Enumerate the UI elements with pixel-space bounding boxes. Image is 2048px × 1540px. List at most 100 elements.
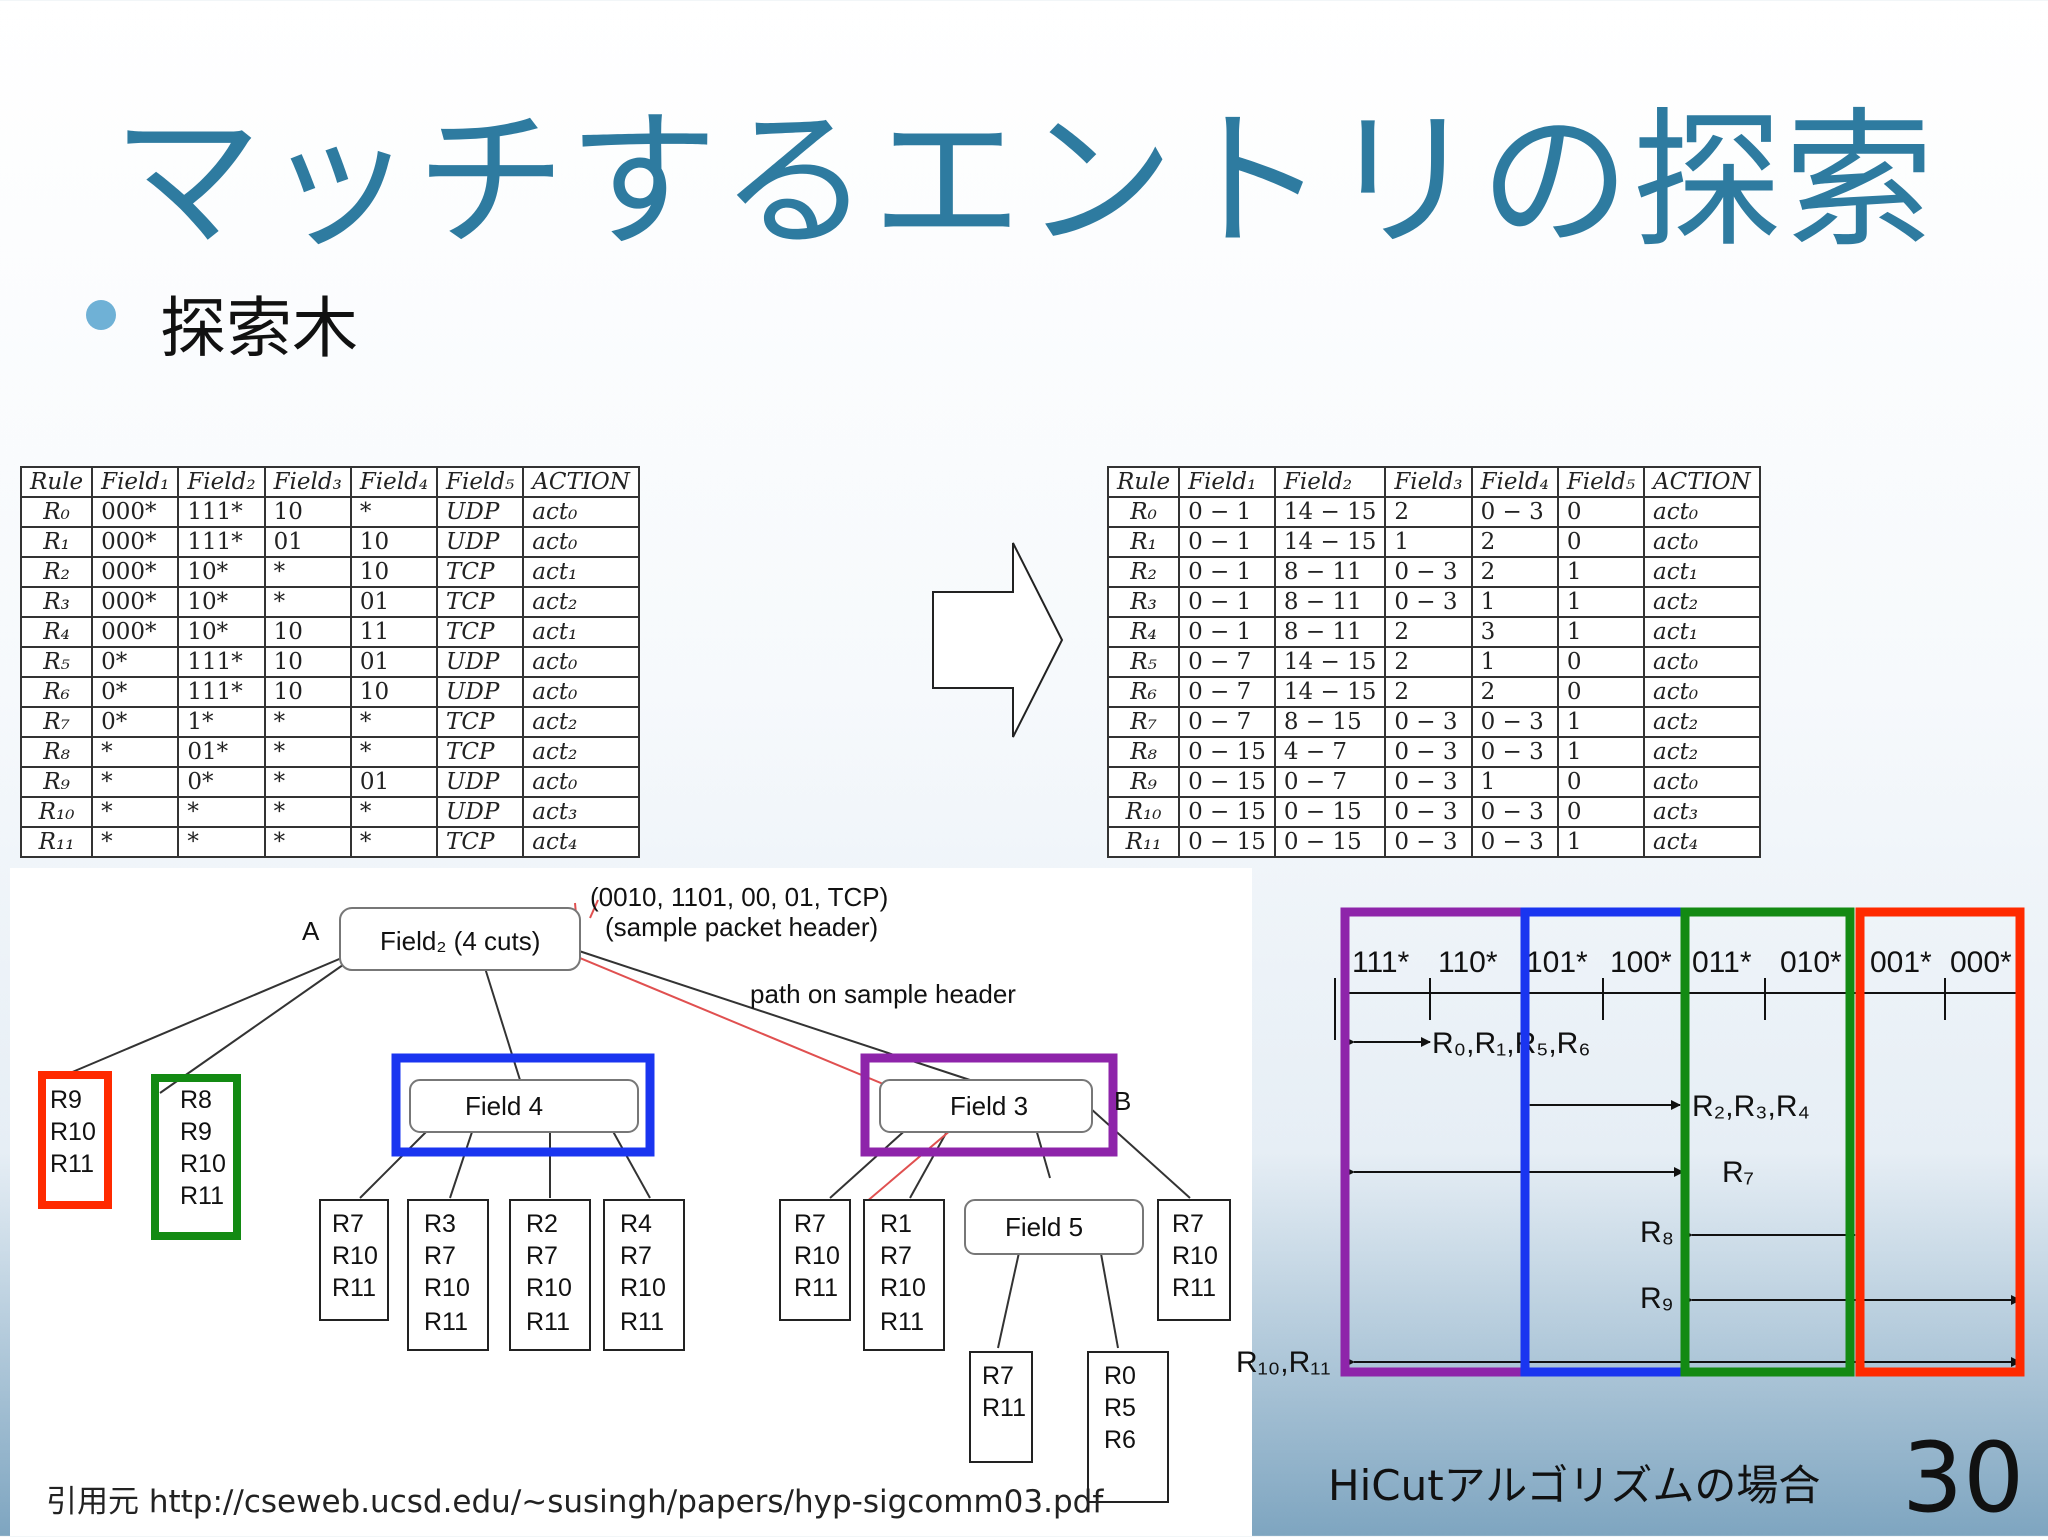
table-cell: act₃ <box>522 796 640 828</box>
table-cell: UDP <box>436 766 525 798</box>
table-cell: 2 <box>1470 526 1559 558</box>
leaf-item: R7 <box>332 1210 364 1238</box>
leaf-red-item: R11 <box>50 1150 94 1178</box>
table-cell: 1 <box>1556 616 1646 648</box>
table-cell: act₂ <box>1643 706 1761 738</box>
leaf-item: R10 <box>526 1274 572 1302</box>
table-cell: * <box>91 766 180 798</box>
table-cell: UDP <box>436 646 525 678</box>
field4-node-label: Field 4 <box>465 1091 543 1121</box>
leaf-red-item: R10 <box>50 1118 96 1146</box>
field5-node-label: Field 5 <box>1005 1212 1083 1242</box>
table-cell: 111* <box>177 496 266 528</box>
table-cell: 8 − 11 <box>1273 556 1387 588</box>
table-cell: R₈ <box>19 736 94 768</box>
range-label: R₉ <box>1640 1282 1674 1315</box>
table-cell: act₁ <box>522 616 640 648</box>
table-cell: * <box>263 706 352 738</box>
table-cell: * <box>263 766 352 798</box>
table-cell: * <box>263 586 352 618</box>
table-cell: R₁₁ <box>19 826 94 858</box>
table-cell: 01 <box>263 526 352 558</box>
table-cell: * <box>349 826 439 858</box>
prefix-label: 001* <box>1870 946 1932 979</box>
table-cell: 0 − 7 <box>1273 766 1387 798</box>
table-cell: * <box>349 736 439 768</box>
table-cell: 0 − 3 <box>1470 826 1559 858</box>
sample-header-note: (sample packet header) <box>605 912 878 942</box>
table-cell: 0 − 15 <box>1273 826 1387 858</box>
table-cell: 0 − 15 <box>1178 826 1276 858</box>
cut-ranges-diagram: 111* 110* 101* 100* 011* 010* 001* 000* … <box>1236 907 2025 1379</box>
table-cell: R₆ <box>19 676 94 708</box>
column-header: Field₅ <box>436 466 525 498</box>
leaf-item: R10 <box>880 1274 926 1302</box>
prefix-label: 110* <box>1438 946 1498 979</box>
table-cell: R₃ <box>19 586 94 618</box>
table-cell: act₁ <box>522 556 640 588</box>
leaf-item: R6 <box>1104 1426 1136 1454</box>
table-cell: 0 − 1 <box>1178 556 1276 588</box>
table-cell: 10* <box>177 616 266 648</box>
table-cell: act₁ <box>1643 556 1761 588</box>
table-cell: act₀ <box>1643 646 1761 678</box>
table-cell: UDP <box>436 676 525 708</box>
table-cell: R₁₀ <box>1106 796 1181 828</box>
range-label: R₁₀,R₁₁ <box>1236 1346 1330 1379</box>
table-cell: 1 <box>1384 526 1473 558</box>
prefix-label: 111* <box>1352 946 1410 979</box>
node-b-label: B <box>1114 1086 1131 1116</box>
table-cell: 0 − 1 <box>1178 526 1276 558</box>
table-cell: 01* <box>177 736 266 768</box>
column-header: Rule <box>19 466 94 498</box>
table-cell: 2 <box>1470 556 1559 588</box>
table-cell: R₇ <box>19 706 94 738</box>
table-cell: UDP <box>436 526 525 558</box>
table-cell: 2 <box>1384 676 1473 708</box>
table-cell: R₀ <box>19 496 94 528</box>
table-cell: R₉ <box>1106 766 1181 798</box>
table-cell: 000* <box>91 496 180 528</box>
bullet-dot <box>86 300 116 330</box>
table-cell: R₀ <box>1106 496 1181 528</box>
column-header: Field₅ <box>1556 466 1646 498</box>
table-cell: act₀ <box>1643 526 1761 558</box>
range-label: R₂,R₃,R₄ <box>1692 1090 1810 1123</box>
table-cell: 14 − 15 <box>1273 646 1387 678</box>
leaf-item: R0 <box>1104 1362 1136 1390</box>
range-label: R₀,R₁,R₅,R₆ <box>1432 1027 1590 1060</box>
table-cell: * <box>263 736 352 768</box>
table-cell: 14 − 15 <box>1273 496 1387 528</box>
leaf-green-item: R9 <box>180 1118 212 1146</box>
table-cell: 01 <box>349 766 439 798</box>
table-cell: 2 <box>1470 676 1559 708</box>
column-header: Field₂ <box>177 466 266 498</box>
table-cell: 0 − 15 <box>1273 796 1387 828</box>
table-cell: 2 <box>1384 616 1473 648</box>
table-cell: 1 <box>1556 586 1646 618</box>
table-cell: 0 <box>1556 496 1646 528</box>
table-cell: 0 − 15 <box>1178 766 1276 798</box>
table-cell: 0 − 3 <box>1384 736 1473 768</box>
leaf-item: R7 <box>424 1242 456 1270</box>
table-cell: 0 − 1 <box>1178 586 1276 618</box>
table-cell: 111* <box>177 676 266 708</box>
path-note: path on sample header <box>750 979 1016 1009</box>
leaf-item: R7 <box>880 1242 912 1270</box>
table-cell: 0 − 3 <box>1470 496 1559 528</box>
column-header: Rule <box>1106 466 1181 498</box>
table-cell: UDP <box>436 796 525 828</box>
table-cell: 1 <box>1556 736 1646 768</box>
table-cell: 1 <box>1556 706 1646 738</box>
range-label: R₈ <box>1640 1216 1674 1249</box>
